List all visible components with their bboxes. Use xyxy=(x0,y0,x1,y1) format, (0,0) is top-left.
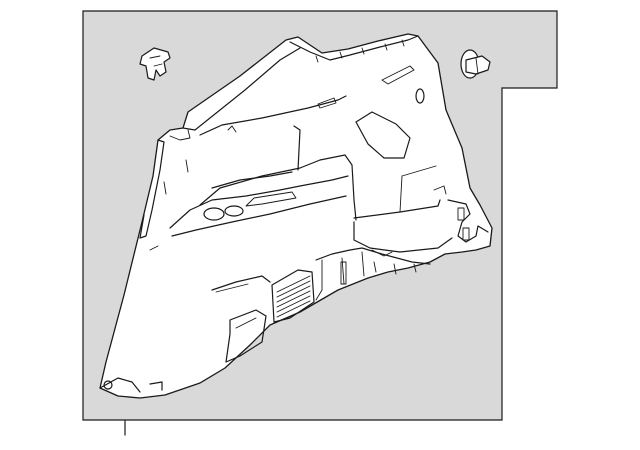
lower-scoop xyxy=(225,309,267,363)
vent-grille xyxy=(271,269,315,323)
panel-foot xyxy=(99,377,163,393)
right-bracket xyxy=(447,199,489,243)
upper-pocket xyxy=(355,111,411,159)
push-clip xyxy=(139,47,171,81)
panel-top-rim xyxy=(289,35,419,61)
pillar-edge xyxy=(139,139,165,239)
cargo-recess xyxy=(353,199,453,253)
cup-holder-tray xyxy=(169,175,349,229)
quarter-trim-panel xyxy=(99,33,493,399)
retainer-clip xyxy=(460,49,491,79)
